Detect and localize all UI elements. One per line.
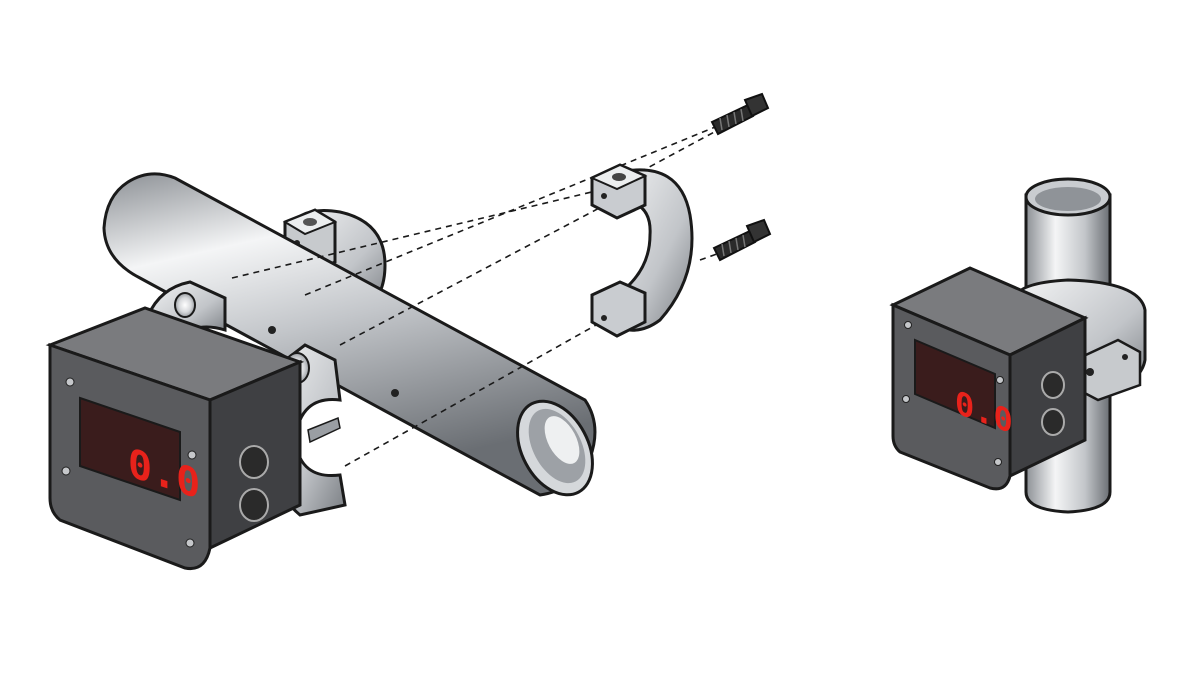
mounted-assembly: 0.0 <box>889 177 1147 514</box>
loose-half-clamp <box>589 163 694 338</box>
connector-port-top <box>239 445 269 479</box>
connector-port-top <box>1041 371 1065 399</box>
connector-port-bottom <box>239 488 269 522</box>
screw-head <box>904 321 912 329</box>
display-module-exploded: 0.0 <box>45 306 305 571</box>
display-screen <box>914 338 996 430</box>
pipe-hole-1 <box>268 326 276 334</box>
exploded-assembly: 0.0 <box>45 92 772 571</box>
display-screen <box>79 396 181 502</box>
screw-bottom <box>712 218 772 262</box>
pipe-hole-2 <box>391 389 399 397</box>
screw-head <box>996 376 1004 384</box>
screw-head <box>185 538 195 548</box>
display-module-mounted: 0.0 <box>889 266 1089 491</box>
screw-top <box>710 92 770 136</box>
connector-port-bottom <box>1041 408 1065 436</box>
screw-head <box>61 466 71 476</box>
pipe <box>102 172 597 497</box>
screw-head <box>994 458 1002 466</box>
screw-head <box>187 450 197 460</box>
screw-head <box>65 377 75 387</box>
screw-head <box>902 395 910 403</box>
